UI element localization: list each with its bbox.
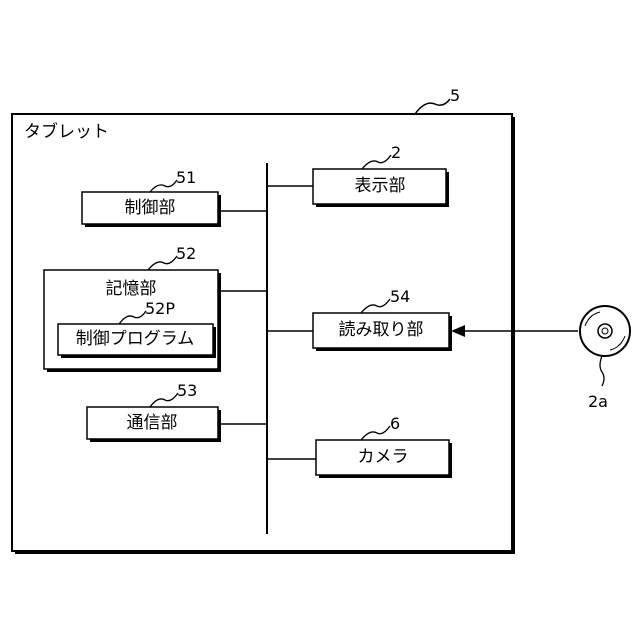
camera-ref: 6: [390, 416, 400, 432]
comm-ref: 53: [177, 383, 197, 399]
control-label: 制御部: [125, 200, 176, 217]
comm-label: 通信部: [127, 415, 178, 432]
storage-label: 記憶部: [106, 281, 157, 298]
tablet-ref-leader: [415, 99, 450, 114]
control-ref: 51: [176, 170, 196, 186]
camera-label: カメラ: [358, 449, 409, 466]
disc-ref: 2a: [588, 394, 608, 410]
tablet-label: タブレット: [24, 124, 109, 141]
disc-ref-leader: [600, 356, 604, 386]
display-ref: 2: [391, 145, 401, 161]
display-label: 表示部: [355, 178, 406, 195]
tablet-ref: 5: [450, 88, 460, 104]
reader-label: 読み取り部: [339, 322, 424, 339]
storage-ref: 52: [176, 246, 196, 262]
disc-icon: [580, 306, 630, 356]
program-label: 制御プログラム: [76, 331, 195, 348]
program-ref: 52P: [145, 301, 175, 317]
reader-ref: 54: [390, 289, 410, 305]
